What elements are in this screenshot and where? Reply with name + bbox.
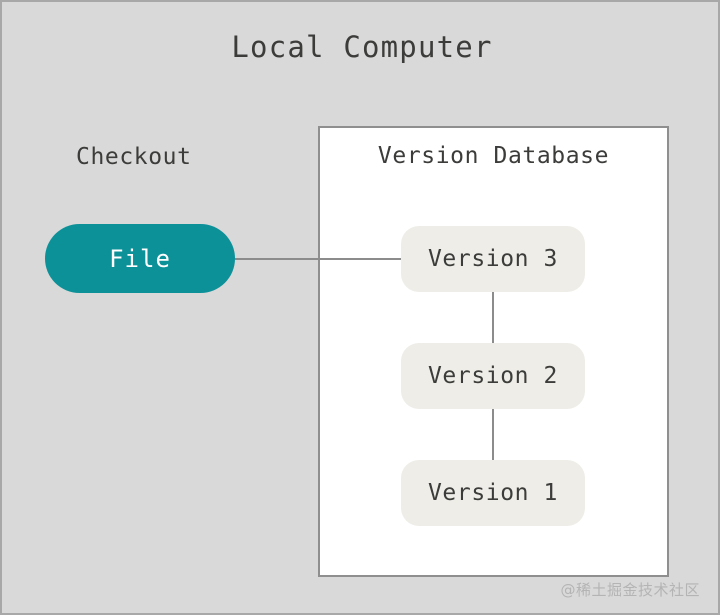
- watermark: @稀土掘金技术社区: [560, 581, 700, 599]
- version-database-title: Version Database: [377, 143, 610, 169]
- connector-version3-to-version2: [492, 292, 494, 344]
- file-node-label: File: [109, 244, 171, 273]
- page-title: Local Computer: [231, 30, 493, 64]
- version-node-label: Version 1: [427, 480, 559, 506]
- version-node-label: Version 3: [427, 246, 559, 272]
- connector-file-to-version3: [235, 258, 407, 260]
- version-node-3[interactable]: Version 3: [401, 226, 585, 292]
- version-node-2[interactable]: Version 2: [401, 343, 585, 409]
- connector-version2-to-version1: [492, 409, 494, 461]
- checkout-label: Checkout: [76, 144, 192, 170]
- version-node-1[interactable]: Version 1: [401, 460, 585, 526]
- version-node-label: Version 2: [427, 363, 559, 389]
- file-node[interactable]: File: [45, 224, 235, 293]
